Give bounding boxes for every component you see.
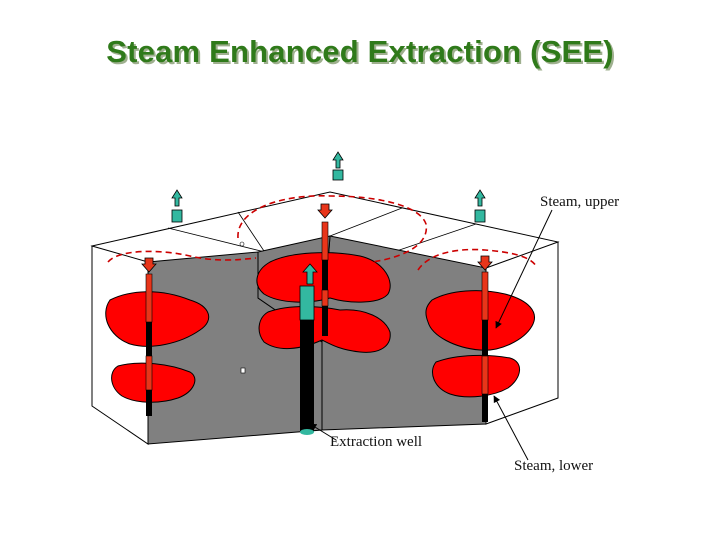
vapor-vent-center	[332, 151, 344, 181]
injection-well-left	[141, 257, 157, 416]
up-arrow-icon	[302, 263, 318, 285]
steam-zone-right-upper	[425, 290, 535, 351]
up-arrow-icon	[171, 189, 183, 207]
flow-path-left	[107, 250, 257, 263]
steam-flow-paths	[107, 195, 537, 271]
steam-zone-left-upper	[105, 291, 210, 347]
slide-title: Steam Enhanced Extraction (SEE)	[106, 34, 614, 69]
down-arrow-icon	[477, 255, 493, 271]
up-arrow-icon	[474, 189, 486, 207]
label-extraction-well: Extraction well	[330, 434, 423, 450]
down-arrow-icon	[141, 257, 157, 273]
small-marker	[240, 367, 246, 374]
flow-path-center	[237, 195, 428, 263]
extraction-well	[299, 263, 318, 435]
callout-steam-upper	[495, 209, 553, 329]
steam-zones	[105, 252, 535, 403]
label-steam-upper: Steam, upper	[540, 194, 620, 210]
down-arrow-icon	[317, 203, 333, 219]
up-arrow-icon	[332, 151, 344, 169]
injection-well-center	[317, 203, 333, 336]
vapor-vent-left	[171, 189, 183, 223]
flow-path-right	[417, 248, 537, 271]
small-marker	[239, 241, 245, 247]
injection-well-right	[477, 255, 493, 422]
callout-extraction-well	[309, 423, 337, 441]
steam-zone-left-lower	[111, 362, 196, 403]
vapor-vent-right	[474, 189, 486, 223]
callout-steam-lower	[493, 395, 529, 461]
label-steam-lower: Steam, lower	[514, 458, 594, 474]
